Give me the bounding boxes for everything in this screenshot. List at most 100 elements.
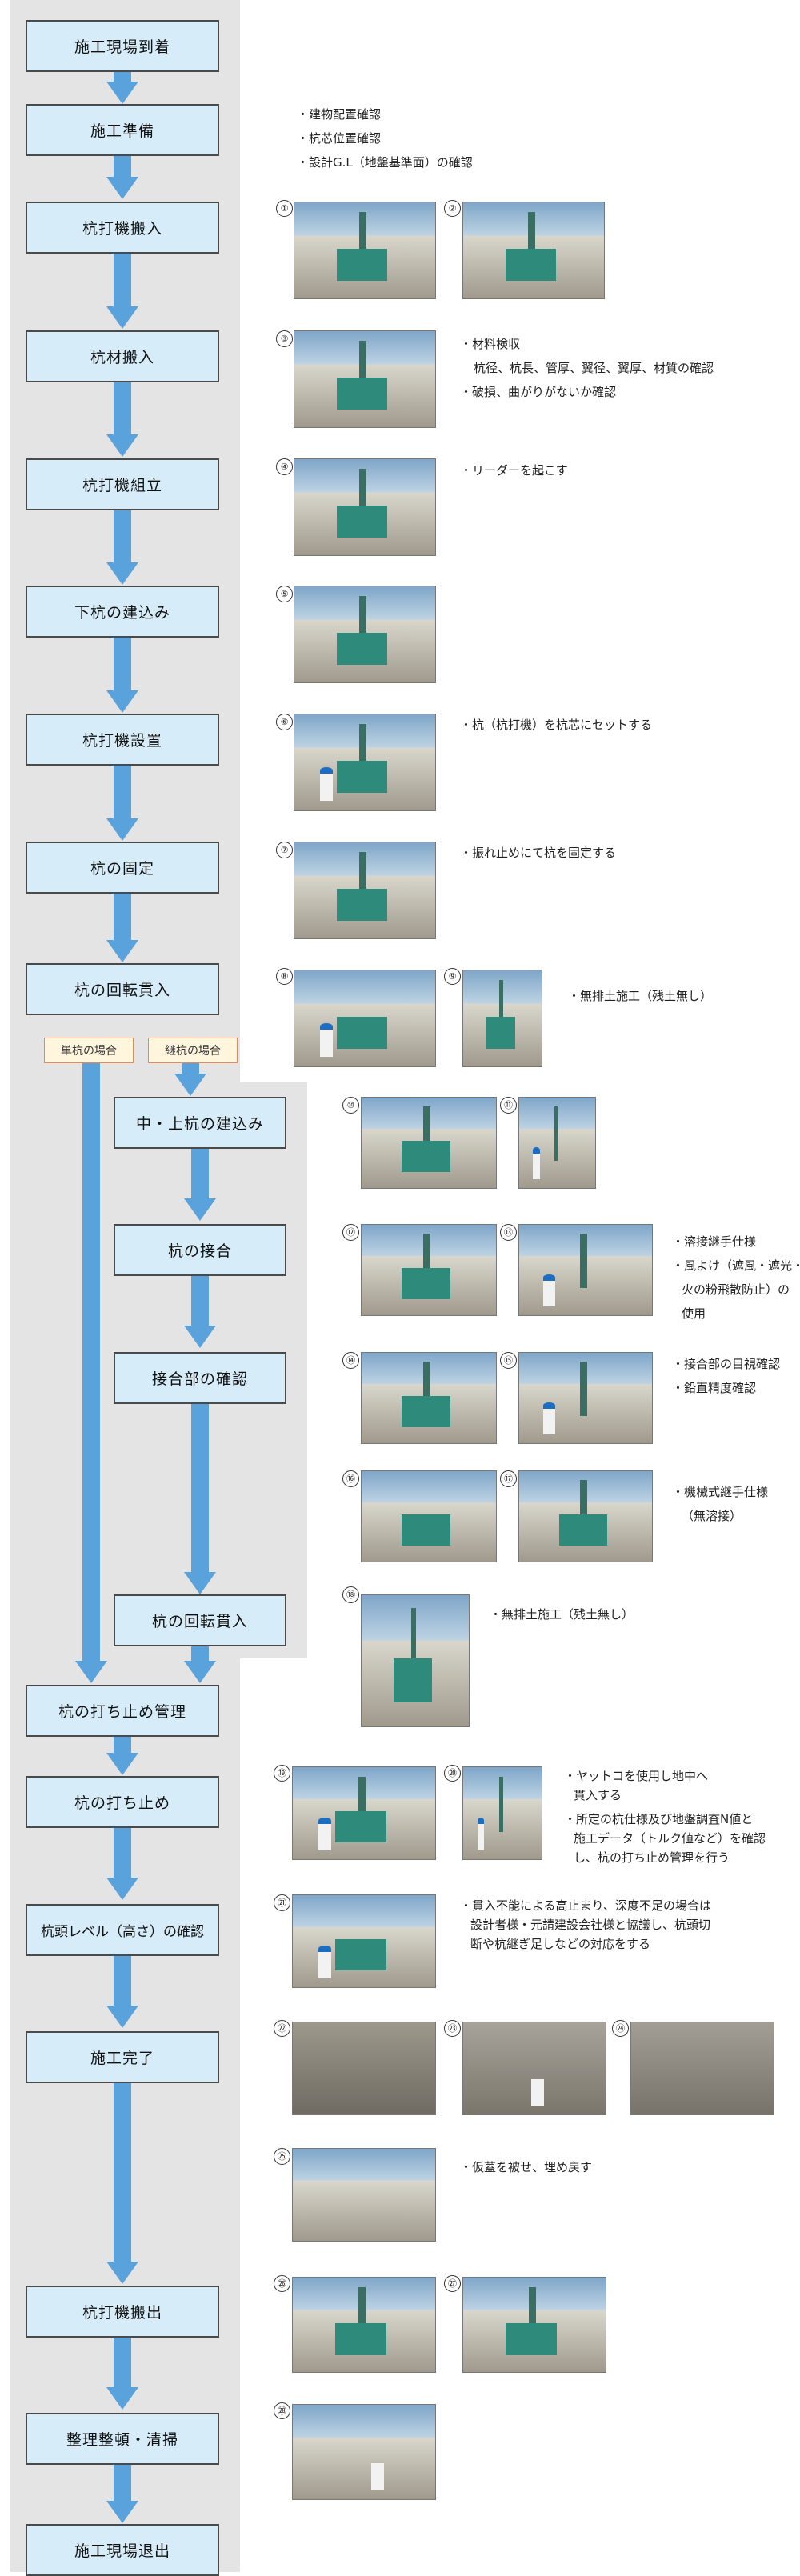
photo-pile-joining-2	[518, 1224, 653, 1316]
branch-single-pile: 単杭の場合	[44, 1038, 134, 1063]
arrow-shaft	[114, 638, 131, 692]
branch-joint-pile: 継杭の場合	[148, 1038, 238, 1063]
step-mid-upper-pile-erection: 中・上杭の建込み	[114, 1097, 286, 1149]
photo-rotary-penetration-1	[294, 970, 436, 1067]
note-prep-3: ・設計G.L（地盤基準面）の確認	[297, 155, 473, 170]
photo-completion-3	[630, 2022, 774, 2115]
joint-pile-arrow-head	[174, 1074, 206, 1096]
arrow-head	[184, 1572, 216, 1594]
arrow-head	[106, 818, 138, 841]
note-weld-3: 火の粉飛散防止）の	[682, 1282, 790, 1297]
step-rotary-penetration: 杭の回転貫入	[26, 963, 219, 1015]
photo-rig-removal-2	[462, 2277, 606, 2373]
arrow-shaft	[114, 894, 131, 942]
photo-number: ⑧	[276, 968, 293, 985]
arrow-shaft	[114, 510, 131, 565]
photo-number: ⑫	[342, 1224, 359, 1241]
arrow-head	[106, 562, 138, 585]
photo-number: ⑥	[276, 714, 293, 730]
note-material-3: ・破損、曲がりがないか確認	[460, 385, 617, 399]
note-check-2: ・鉛直精度確認	[672, 1381, 757, 1395]
note-level-2: 設計者様・元請建設会社様と協議し、杭頭切	[470, 1918, 711, 1932]
photo-termination-1	[292, 1766, 436, 1860]
note-weld-4: 使用	[682, 1306, 706, 1321]
step-rig-delivery: 杭打機搬入	[26, 202, 219, 254]
note-setup: ・杭（杭打機）を杭芯にセットする	[460, 718, 653, 732]
note-material-1: ・材料検収	[460, 337, 521, 351]
arrow-head	[106, 434, 138, 457]
arrow-shaft	[191, 1646, 209, 1662]
arrow-head	[106, 2006, 138, 2028]
arrow-shaft	[114, 1737, 131, 1754]
photo-number: ⑭	[342, 1352, 359, 1369]
photo-number: ②	[444, 200, 461, 217]
photo-number: ㉘	[274, 2402, 290, 2419]
photo-number: ⑰	[500, 1470, 517, 1487]
arrow-shaft	[114, 2338, 131, 2389]
step-pile-delivery: 杭材搬入	[26, 330, 219, 382]
arrow-shaft	[191, 1149, 209, 1200]
photo-pile-joining-1	[361, 1224, 497, 1316]
step-termination-control: 杭の打ち止め管理	[26, 1685, 219, 1737]
photo-number: ⑪	[500, 1097, 517, 1114]
note-weld-2: ・風よけ（遮風・遮光・	[672, 1258, 800, 1273]
arrow-head	[184, 1661, 216, 1683]
step-rig-assembly: 杭打機組立	[26, 458, 219, 510]
photo-number: ㉑	[274, 1894, 290, 1911]
note-mechanical-2: （無溶接）	[682, 1509, 742, 1523]
arrow-shaft	[114, 1828, 131, 1879]
arrow-shaft	[114, 254, 131, 308]
arrow-head	[106, 690, 138, 713]
photo-joint-check-2	[518, 1352, 653, 1444]
note-assembly: ・リーダーを起こす	[460, 463, 568, 478]
note-mechanical-1: ・機械式継手仕様	[672, 1485, 769, 1499]
photo-number: ㉗	[444, 2275, 461, 2292]
photo-completion-2	[462, 2022, 606, 2115]
step-rotary-penetration-2: 杭の回転貫入	[114, 1594, 286, 1646]
photo-pile-head-level-check	[292, 1894, 436, 1988]
arrow-shaft	[191, 1404, 209, 1574]
arrow-shaft	[114, 2083, 131, 2263]
arrow-head	[106, 940, 138, 962]
arrow-head	[106, 177, 138, 199]
arrow-head	[106, 1878, 138, 1900]
arrow-head	[184, 1198, 216, 1221]
note-level-1: ・貫入不能による高止まり、深度不足の場合は	[460, 1898, 711, 1913]
photo-rig-delivery-1	[294, 202, 436, 299]
step-completion: 施工完了	[26, 2031, 219, 2083]
note-stop-5: し、杭の打ち止め管理を行う	[574, 1850, 730, 1865]
arrow-shaft	[114, 382, 131, 437]
photo-number: ⑬	[500, 1224, 517, 1241]
photo-mechanical-joint-2	[518, 1470, 653, 1562]
step-pile-head-level-check: 杭頭レベル（高さ）の確認	[26, 1904, 219, 1956]
photo-number: ⑱	[342, 1586, 359, 1603]
note-stop-1: ・ヤットコを使用し地中へ	[564, 1769, 709, 1783]
photo-number: ③	[276, 330, 293, 347]
photo-number: ⑤	[276, 586, 293, 602]
step-preparation: 施工準備	[26, 104, 219, 156]
step-termination: 杭の打ち止め	[26, 1776, 219, 1828]
photo-number: ㉓	[444, 2020, 461, 2037]
note-backfill: ・仮蓋を被せ、埋め戻す	[460, 2160, 593, 2174]
photo-number: ④	[276, 458, 293, 475]
photo-mechanical-joint-1	[361, 1470, 497, 1562]
step-pile-fixing: 杭の固定	[26, 842, 219, 894]
note-material-2: 杭径、杭長、管厚、翼径、翼厚、材質の確認	[474, 361, 714, 375]
arrow-head	[106, 1753, 138, 1775]
photo-upper-pile-erection-1	[361, 1097, 497, 1189]
note-stop-2: 貫入する	[574, 1788, 622, 1802]
arrow-head	[106, 82, 138, 104]
photo-rig-setup	[294, 714, 436, 811]
photo-rotary-penetration-3	[361, 1594, 470, 1727]
photo-upper-pile-erection-2	[518, 1097, 596, 1189]
photo-number: ㉖	[274, 2275, 290, 2292]
photo-number: ㉕	[274, 2148, 290, 2165]
photo-number: ⑲	[274, 1765, 290, 1782]
note-rotary-1: ・無排土施工（残土無し）	[568, 989, 713, 1003]
arrow-head	[106, 306, 138, 329]
note-stop-3: ・所定の杭仕様及び地盤調査N値と	[564, 1812, 754, 1826]
photo-lower-pile-erection	[294, 586, 436, 683]
note-check-1: ・接合部の目視確認	[672, 1357, 781, 1371]
step-cleanup: 整理整頓・清掃	[26, 2413, 219, 2465]
photo-number: ⑦	[276, 842, 293, 858]
